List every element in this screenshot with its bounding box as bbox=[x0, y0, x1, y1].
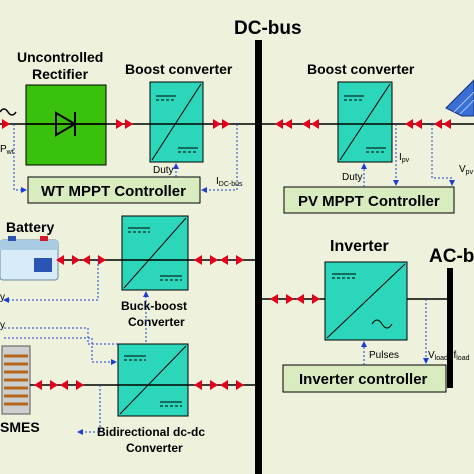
dc-dc-symbol-icon bbox=[119, 345, 187, 415]
buck-boost-label-line1: Buck-boost bbox=[121, 299, 187, 313]
wind-boost-title: Boost converter bbox=[125, 61, 233, 77]
smes-power-arrows bbox=[34, 380, 244, 390]
vpv-label: Vpv bbox=[459, 164, 474, 176]
ipv-label: Ipv bbox=[399, 152, 410, 164]
dc-bus-label: DC-bus bbox=[234, 18, 302, 39]
pv-mppt-controller-box bbox=[283, 186, 455, 214]
inverter-dc-arrows bbox=[270, 294, 320, 304]
smes-coil-icon bbox=[1, 345, 31, 415]
vload-fload-label: Vload, fload bbox=[428, 350, 470, 362]
battery-power-arrows bbox=[56, 255, 244, 265]
inverter-signal-lines bbox=[361, 299, 429, 365]
wind-duty-label: Duty bbox=[153, 165, 174, 176]
ac-bus-bar bbox=[447, 268, 453, 388]
idc-bus-label: IDC-bus bbox=[216, 176, 243, 188]
rectifier-title-line2: Rectifier bbox=[32, 66, 89, 82]
dc-dc-symbol-icon bbox=[123, 217, 187, 289]
smes-signal-lines bbox=[4, 337, 117, 435]
buck-boost-label-line2: Converter bbox=[128, 315, 185, 329]
solar-panel-icon bbox=[445, 79, 474, 117]
pulses-label: Pulses bbox=[369, 350, 399, 361]
inverter-symbol-icon bbox=[326, 263, 406, 339]
battery-title: Battery bbox=[6, 219, 54, 235]
wt-mppt-controller-label: WT MPPT Controller bbox=[41, 183, 186, 200]
ac-bus-label: AC-bu bbox=[429, 246, 474, 267]
ac-source-icon bbox=[0, 108, 17, 116]
battery-icon bbox=[0, 236, 59, 281]
pwt-label: Pwt bbox=[0, 144, 14, 156]
dc-bus-bar bbox=[255, 40, 262, 474]
wt-mppt-controller-box bbox=[27, 176, 201, 204]
pv-mppt-controller-label: PV MPPT Controller bbox=[298, 193, 440, 210]
battery-cut-label-1: y bbox=[0, 292, 5, 303]
rectifier-box bbox=[25, 84, 107, 166]
pv-boost-title: Boost converter bbox=[307, 61, 415, 77]
inverter-controller-label: Inverter controller bbox=[299, 371, 428, 388]
bidirectional-label-line2: Converter bbox=[126, 441, 183, 455]
wind-signal-lines bbox=[13, 124, 238, 193]
battery-signal-lines bbox=[3, 260, 149, 345]
bidirectional-label-line1: Bidirectional dc-dc bbox=[97, 425, 205, 439]
pv-power-arrows bbox=[275, 119, 451, 129]
dc-dc-symbol-icon bbox=[151, 83, 202, 161]
battery-cut-label-2: y bbox=[0, 320, 5, 331]
inverter-title: Inverter bbox=[330, 238, 389, 255]
rectifier-title-line1: Uncontrolled bbox=[17, 49, 103, 65]
dc-dc-symbol-icon bbox=[339, 83, 391, 161]
smes-title: SMES bbox=[0, 419, 40, 435]
pv-duty-label: Duty bbox=[342, 172, 363, 183]
wind-power-arrows bbox=[2, 119, 230, 129]
pv-signal-lines bbox=[361, 124, 455, 187]
